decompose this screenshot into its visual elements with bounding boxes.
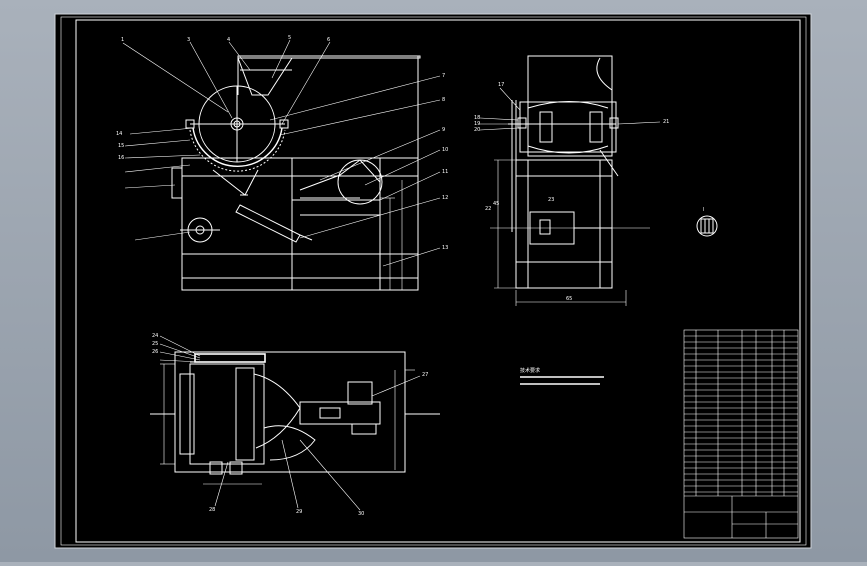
callout-12: 12 xyxy=(442,195,448,201)
callout-22: 22 xyxy=(485,206,491,212)
side-view-callouts: 1 3 4 5 6 7 8 9 10 11 12 13 14 15 16 xyxy=(116,35,448,251)
callout-26: 26 xyxy=(152,349,158,355)
dim-45: 45 xyxy=(493,201,499,207)
sheet-background xyxy=(54,13,812,549)
callout-15: 15 xyxy=(118,143,124,149)
callout-13: 13 xyxy=(442,245,448,251)
callout-18: 18 xyxy=(474,115,480,121)
callout-28: 28 xyxy=(209,507,215,513)
side-view-dims xyxy=(380,180,403,290)
callout-5: 5 xyxy=(288,35,291,41)
callout-30: 30 xyxy=(358,511,364,517)
drawing-frame xyxy=(75,19,801,543)
callout-8: 8 xyxy=(442,97,445,103)
callout-27: 27 xyxy=(422,372,428,378)
callout-29: 29 xyxy=(296,509,302,515)
end-view-leaders xyxy=(479,87,661,131)
side-view xyxy=(171,55,421,291)
end-view-callouts: 17 18 19 20 21 22 23 45 65 xyxy=(474,82,669,302)
dim-65: 65 xyxy=(566,296,572,302)
callout-23: 23 xyxy=(548,197,554,203)
callout-1: 1 xyxy=(121,37,124,43)
callout-17: 17 xyxy=(498,82,504,88)
callout-21: 21 xyxy=(663,119,669,125)
sheet-border xyxy=(60,16,807,546)
callout-11: 11 xyxy=(442,169,448,175)
callout-14: 14 xyxy=(116,131,122,137)
detail-label: I xyxy=(703,207,704,213)
callout-24: 24 xyxy=(152,333,158,339)
end-view xyxy=(490,55,650,289)
end-view-dims xyxy=(494,159,627,306)
callout-6: 6 xyxy=(327,37,330,43)
notes-heading: 技术要求 xyxy=(520,367,540,374)
callout-25: 25 xyxy=(152,341,158,347)
parts-list xyxy=(683,329,799,539)
callout-4: 4 xyxy=(227,37,230,43)
callout-20: 20 xyxy=(474,127,480,133)
technical-notes: 技术要求 xyxy=(520,367,604,385)
detail-view xyxy=(696,215,718,237)
callout-7: 7 xyxy=(442,73,445,79)
side-view-leaders xyxy=(122,39,441,267)
callout-3: 3 xyxy=(187,37,190,43)
callout-19: 19 xyxy=(474,121,480,127)
callout-9: 9 xyxy=(442,127,445,133)
plan-view-callouts: 24 25 26 27 28 29 30 xyxy=(152,333,428,517)
callout-10: 10 xyxy=(442,147,448,153)
callout-16: 16 xyxy=(118,155,124,161)
plan-view-leaders xyxy=(159,335,421,511)
